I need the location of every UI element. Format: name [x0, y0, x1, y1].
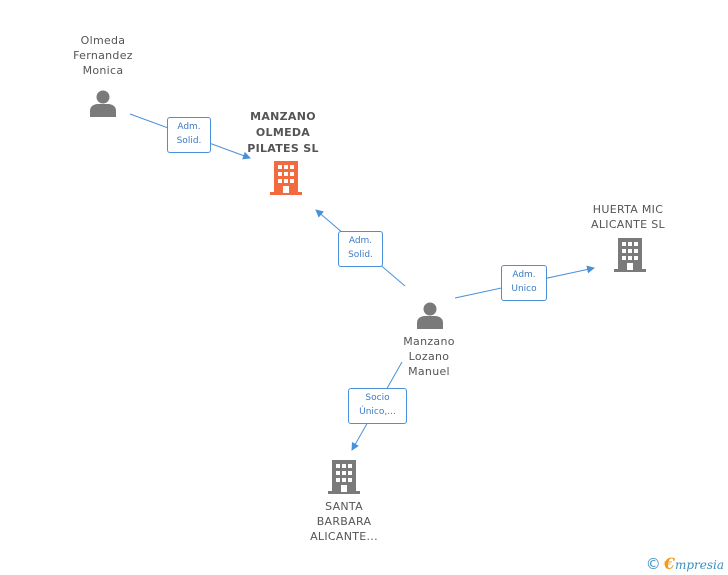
edge-label-adm-unico[interactable]: Adm. Unico — [501, 265, 547, 301]
label-line: Manzano — [403, 335, 455, 348]
node-label-olmeda[interactable]: Olmeda Fernandez Monica — [52, 33, 154, 78]
edge-label-line: Solid. — [176, 136, 202, 146]
label-line: SANTA — [325, 500, 363, 513]
edge-label-line: Adm. — [348, 236, 373, 246]
edge-label-line: Adm. — [512, 270, 536, 280]
brand-initial: € — [663, 554, 675, 573]
label-line: OLMEDA — [255, 126, 311, 139]
label-line: PILATES SL — [247, 142, 319, 155]
node-label-santa-barbara[interactable]: SANTA BARBARA ALICANTE... — [290, 499, 398, 544]
edge-label-line: Adm. — [177, 122, 201, 132]
edge-label-line: Socio — [365, 393, 390, 403]
label-line: Olmeda — [80, 34, 126, 47]
person-icon[interactable] — [88, 89, 118, 117]
edge-label-line: Solid. — [348, 250, 373, 260]
label-line: Fernandez — [73, 49, 133, 62]
label-line: ALICANTE... — [310, 530, 378, 543]
edge-label-adm-solid[interactable]: Adm. Solid. — [338, 231, 383, 267]
edge-label-adm-solid[interactable]: Adm. Solid. — [167, 117, 211, 153]
edge-label-line: Único,... — [359, 407, 396, 417]
node-label-huerta[interactable]: HUERTA MIC ALICANTE SL — [574, 202, 682, 232]
person-icon[interactable] — [415, 301, 445, 329]
node-label-manzano-olmeda[interactable]: MANZANO OLMEDA PILATES SL — [228, 109, 338, 157]
edge-label-line: Unico — [511, 284, 537, 294]
edge-label-socio-unico[interactable]: Socio Único,... — [348, 388, 407, 424]
building-icon[interactable] — [328, 460, 360, 494]
label-line: Monica — [82, 64, 124, 77]
empresia-logo[interactable]: €mpresia — [664, 554, 724, 573]
building-icon[interactable] — [614, 238, 646, 272]
footer-brand: © €mpresia — [646, 554, 724, 573]
label-line: Manuel — [408, 365, 450, 378]
label-line: ALICANTE SL — [591, 218, 665, 231]
brand-rest: mpresia — [674, 558, 724, 572]
node-label-manzano-lozano[interactable]: Manzano Lozano Manuel — [378, 334, 480, 379]
label-line: BARBARA — [316, 515, 372, 528]
building-icon[interactable] — [270, 161, 302, 195]
label-line: HUERTA MIC — [592, 203, 664, 216]
label-line: MANZANO — [250, 110, 316, 123]
copyright-symbol: © — [645, 554, 661, 573]
label-line: Lozano — [408, 350, 450, 363]
